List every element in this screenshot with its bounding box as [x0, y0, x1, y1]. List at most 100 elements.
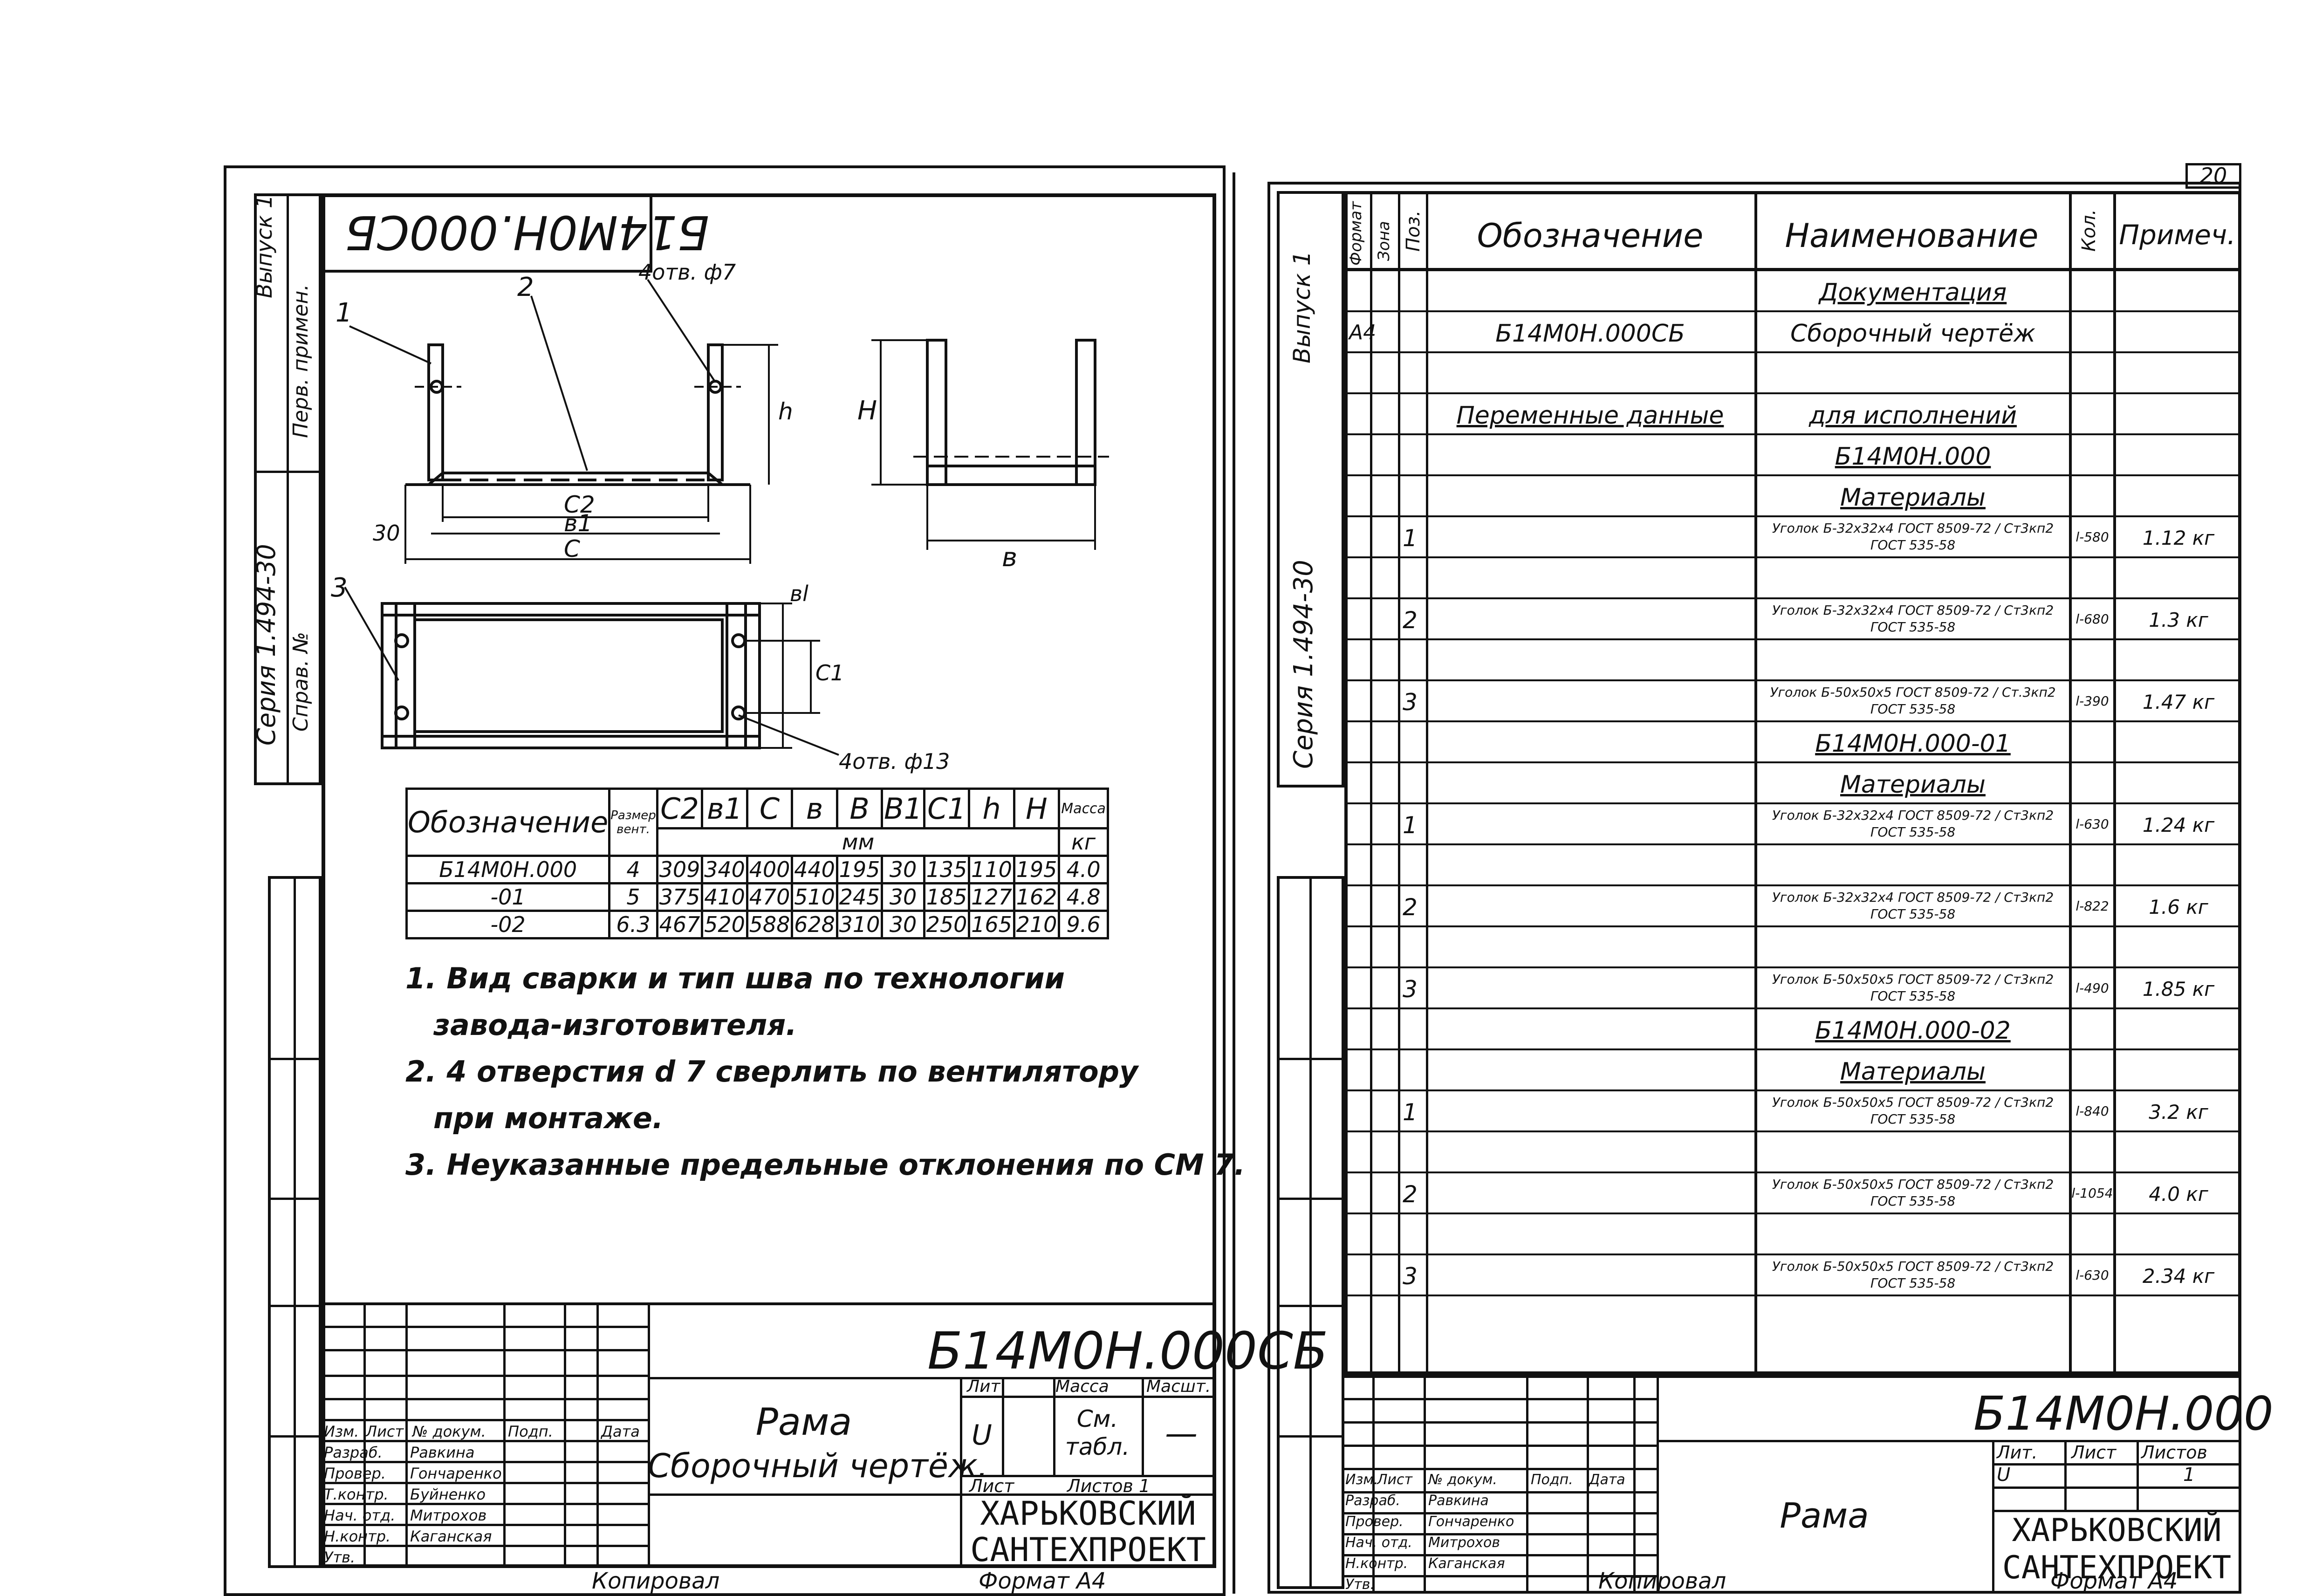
spec-row: 3 Уголок Б-50х50х5 ГОСТ 8509-72 / Ст.3кп2…: [1344, 681, 2241, 722]
page-number: 20: [2199, 163, 2227, 188]
spec-row: Б14М0Н.000-02: [1344, 1009, 2241, 1050]
spec-name: Уголок Б-50х50х5 ГОСТ 8509-72 / Ст3кп2 Г…: [1772, 972, 2054, 1004]
spec-name: Уголок Б-50х50х5 ГОСТ 8509-72 / Ст.3кп2 …: [1770, 685, 2056, 717]
dimension-table: Обозначение Размер вент. C2 в1 C в В В1 …: [405, 788, 1109, 939]
left-top-stamp-box: [322, 193, 652, 273]
spec-note: 1.24 кг: [2142, 814, 2215, 836]
spec-qty: l-390: [2075, 693, 2109, 709]
spec-pos: 3: [1403, 976, 1418, 1003]
spec-row: Материалы: [1344, 1050, 2241, 1091]
spec-header-name: Наименование: [1785, 217, 2039, 255]
spec-row: [1344, 640, 2241, 681]
spec-pos: 2: [1403, 894, 1418, 921]
spec-pos: 1: [1403, 1099, 1418, 1126]
callout-2: 2: [517, 272, 534, 302]
spec-pos: 1: [1403, 812, 1418, 839]
spec-name: Документация: [1819, 279, 2007, 307]
frame-drawing: 1 2 3 4отв. ф7 4отв. ф13 C2 в1 C 30 h H …: [331, 261, 1109, 774]
dim-c2: C2: [564, 491, 595, 518]
left-side-ref: Перв. примен.: [289, 284, 313, 438]
mass-value: См. табл.: [1065, 1405, 1130, 1460]
person-name: Буйненко: [410, 1486, 486, 1503]
upright-right: [707, 343, 724, 481]
spec-name: Материалы: [1840, 484, 1986, 512]
role-izm: Изм.: [324, 1423, 359, 1440]
left-org-line2: САНТЕХПРОЕКТ: [970, 1531, 1206, 1569]
person-name: Каганская: [410, 1528, 492, 1545]
role-sign: Подп.: [508, 1423, 553, 1440]
spec-row: [1344, 1132, 2241, 1173]
right-name: Рама: [1780, 1496, 1869, 1536]
sheet-divider: [1233, 172, 1235, 1594]
spec-row: Материалы: [1344, 476, 2241, 517]
right-bottom-copy: Копировал: [1598, 1568, 1726, 1594]
spec-name: Б14М0Н.000-02: [1815, 1017, 2011, 1045]
dim-units-mm: мм: [656, 827, 1061, 857]
r-person-name: Равкина: [1428, 1493, 1489, 1509]
person-role: Провер.: [324, 1465, 386, 1482]
dim-h: h: [778, 398, 793, 425]
spec-name: Б14М0Н.000: [1835, 443, 1991, 471]
spec-name: Материалы: [1840, 771, 1986, 799]
spec-qty: l-680: [2075, 611, 2109, 627]
sheets-label: Листов 1: [1067, 1476, 1151, 1496]
spec-name: Сборочный чертёж: [1790, 320, 2035, 348]
sheet-label: Лист: [969, 1476, 1014, 1496]
scale-value: —: [1165, 1414, 1198, 1452]
plan-view: [381, 602, 761, 749]
role-list: Лист: [366, 1423, 404, 1440]
right-bottom-format: Формат А4: [2050, 1568, 2178, 1594]
left-bottom-copy: Копировал: [592, 1568, 720, 1594]
dim-header-9: h: [968, 788, 1015, 829]
dim-header-5: в: [791, 788, 838, 829]
side-upright-left: [926, 339, 947, 486]
dim-header-2: C2: [656, 788, 704, 829]
spec-name: Уголок Б-32х32х4 ГОСТ 8509-72 / Ст3кп2 Г…: [1772, 808, 2054, 840]
r-col-sheet: Лист: [2071, 1442, 2117, 1463]
r-col-sheets: Листов: [2141, 1442, 2207, 1463]
r-sheets-value: 1: [2183, 1464, 2195, 1486]
r-person-role: Провер.: [1345, 1514, 1404, 1530]
dim-units-kg: кг: [1058, 827, 1109, 857]
holes-top-label: 4отв. ф7: [638, 261, 736, 285]
spec-designation: Переменные данные: [1456, 402, 1724, 430]
spec-header-zone: Зона: [1375, 221, 1393, 261]
spec-header-qty: Кол.: [2078, 209, 2100, 252]
left-inner-frame: [322, 193, 1216, 1568]
role-doc: № докум.: [412, 1423, 486, 1440]
spec-qty: l-630: [2075, 1267, 2109, 1283]
person-name: Митрохов: [410, 1507, 487, 1524]
dim-b: в: [1002, 542, 1017, 573]
left-org-line1: ХАРЬКОВСКИЙ: [980, 1494, 1196, 1533]
left-title-block: Изм. Лист № докум. Подп. Дата Разраб. Ра…: [322, 1302, 1328, 1569]
spec-row: [1344, 353, 2241, 394]
spec-header-designation: Обозначение: [1477, 217, 1704, 255]
dim-header-11: Масса: [1058, 788, 1109, 829]
dim-H: H: [857, 396, 877, 426]
right-title-block: Изм. Лист № докум. Подп. Дата Разраб. Ра…: [1344, 1375, 2274, 1594]
spec-header-note: Примеч.: [2119, 219, 2236, 251]
spec-row: Материалы: [1344, 763, 2241, 804]
right-doc-code: Б14М0Н.000: [1973, 1386, 2274, 1441]
left-side-series: Серия 1.494-30: [252, 544, 281, 746]
note-line: завода-изготовителя.: [433, 1008, 797, 1042]
r-person-role: Н.контр.: [1345, 1555, 1408, 1572]
spec-row: [1344, 927, 2241, 968]
right-side-strip: [1277, 191, 1344, 788]
spec-designation: Б14М0Н.000СБ: [1495, 320, 1685, 348]
right-org-line2: САНТЕХПРОЕКТ: [2002, 1549, 2232, 1586]
spec-pos: 3: [1403, 689, 1418, 716]
spec-pos: 2: [1403, 607, 1418, 634]
spec-qty: l-840: [2075, 1103, 2109, 1119]
r-col-lit: Лит.: [1997, 1442, 2038, 1463]
person-role: Разраб.: [324, 1444, 383, 1461]
spec-name: Материалы: [1840, 1058, 1986, 1086]
spec-note: 2.34 кг: [2142, 1265, 2215, 1288]
person-role: Т.контр.: [324, 1486, 389, 1503]
